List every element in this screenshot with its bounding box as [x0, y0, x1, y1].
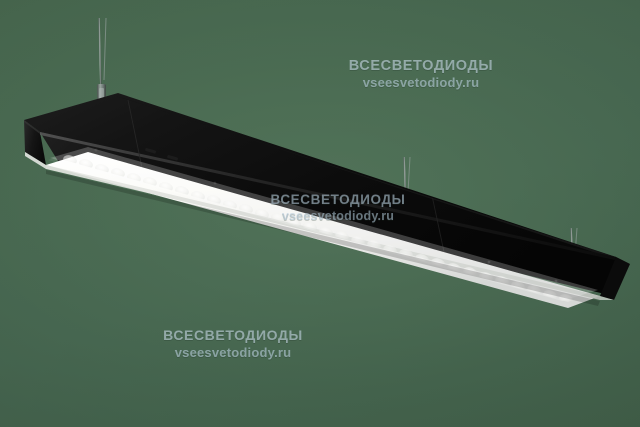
end-cap-right	[600, 257, 630, 300]
housing-top-face	[24, 93, 616, 266]
diffuser-end-right	[600, 296, 614, 300]
diffuser-end-left	[25, 152, 46, 169]
contact-shadow	[46, 170, 600, 306]
housing-fasteners	[94, 148, 558, 283]
housing-edge-highlight	[40, 132, 616, 260]
housing-front-face	[40, 132, 616, 296]
end-cap-left	[24, 120, 46, 165]
diffuser-sheen	[50, 147, 598, 301]
